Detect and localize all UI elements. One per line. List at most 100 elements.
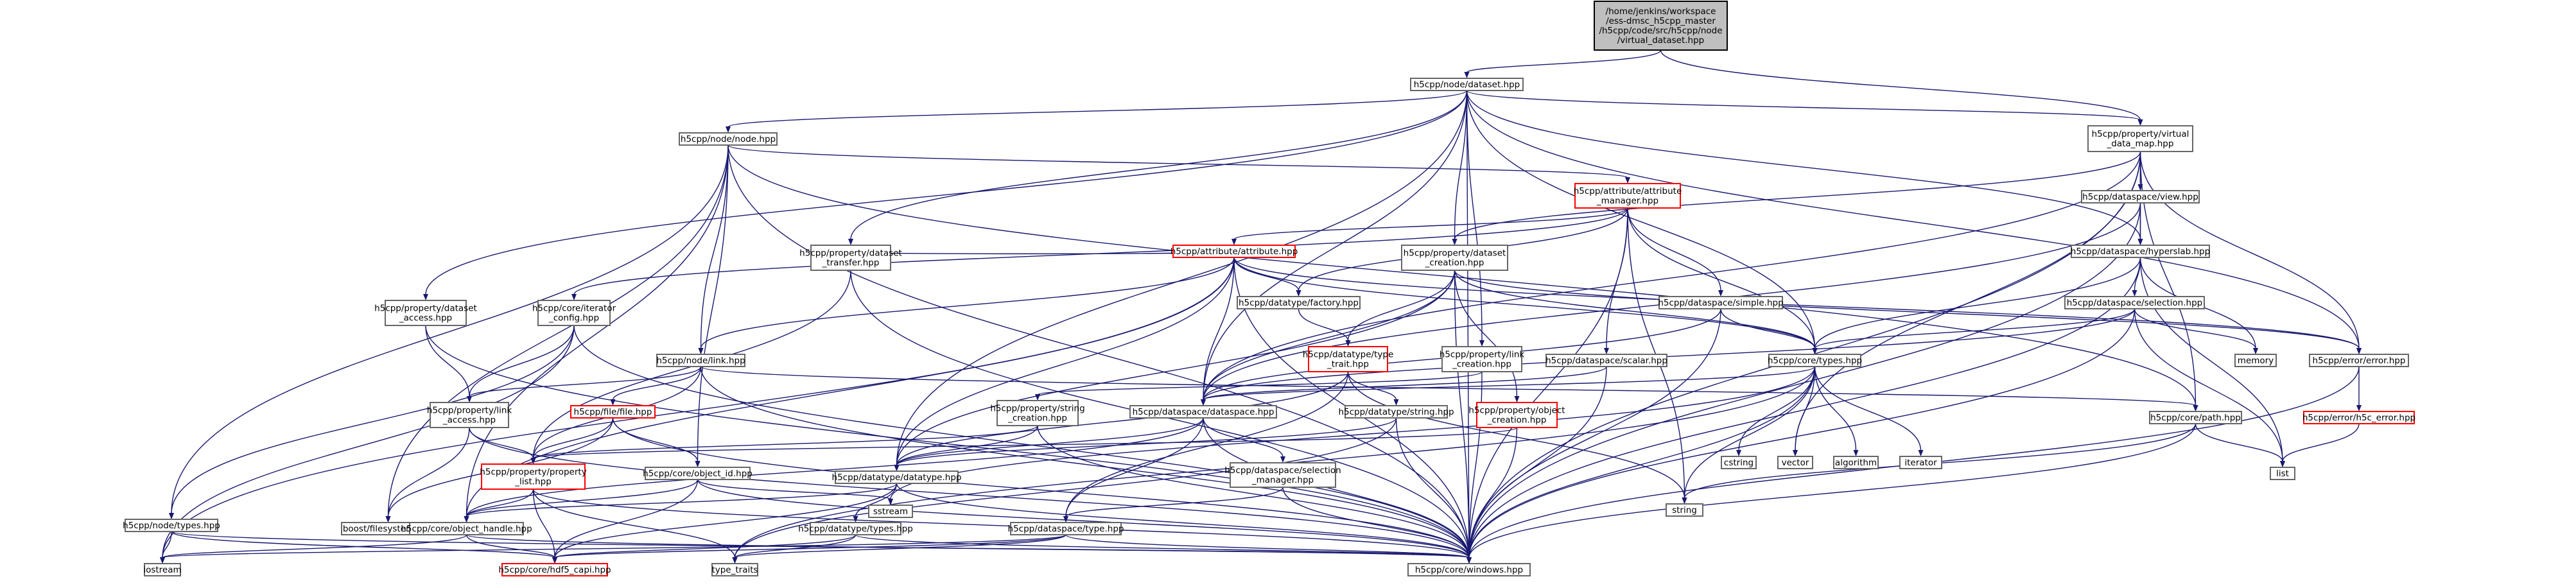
node-dt-string[interactable]: h5cpp/datatype/string.hpp <box>1338 405 1454 419</box>
node-sstream[interactable]: sstream <box>868 505 913 518</box>
edge-file-to-object_id <box>612 417 701 467</box>
node-path[interactable]: h5cpp/core/path.hpp <box>2149 411 2242 424</box>
node-dt-types[interactable]: h5cpp/datatype/types.hpp <box>798 522 913 535</box>
node-dataspace[interactable]: h5cpp/dataspace/dataspace.hpp <box>1129 405 1277 419</box>
node-type-traits[interactable]: type_traits <box>711 563 758 576</box>
edge-datatype-to-dt_types <box>853 483 898 523</box>
node-vector[interactable]: vector <box>1777 456 1813 469</box>
edge-line <box>1203 417 1470 558</box>
node-object-handle[interactable]: h5cpp/core/object_handle.hpp <box>401 522 532 535</box>
node-box <box>2309 354 2409 367</box>
node-cstring[interactable]: cstring <box>1721 456 1757 469</box>
node-label-line: h5cpp/node/link.hpp <box>656 356 745 366</box>
node-datatype[interactable]: h5cpp/datatype/datatype.hpp <box>832 471 962 484</box>
node-link-hpp[interactable]: h5cpp/node/link.hpp <box>656 354 745 367</box>
node-iterator-config[interactable]: h5cpp/core/iterator_config.hpp <box>532 300 616 326</box>
edge-line <box>2139 151 2360 349</box>
node-label-line: h5cpp/node/dataset.hpp <box>1414 80 1520 90</box>
node-label-line: h5cpp/core/object_handle.hpp <box>401 524 532 534</box>
node-box <box>1476 402 1558 428</box>
node-hyperslab[interactable]: h5cpp/dataspace/hyperslab.hpp <box>2071 245 2210 258</box>
edge-arrowhead <box>2356 405 2362 411</box>
node-property-list[interactable]: h5cpp/property/property_list.hpp <box>480 463 587 490</box>
edge-arrowhead <box>160 557 165 564</box>
edge-link_hpp-to-file <box>610 366 702 406</box>
node-error[interactable]: h5cpp/error/error.hpp <box>2309 354 2409 367</box>
node-dataset-transfer[interactable]: h5cpp/property/dataset_transfer.hpp <box>799 245 902 271</box>
node-list[interactable]: list <box>2270 467 2295 480</box>
node-simple[interactable]: h5cpp/dataspace/simple.hpp <box>1658 296 1784 309</box>
edge-simple-to-core_types <box>1720 308 1818 354</box>
edge-line <box>466 489 534 517</box>
node-core-types[interactable]: h5cpp/core/types.hpp <box>1768 354 1862 367</box>
node-box <box>1172 245 1296 258</box>
node-box <box>1768 354 1861 367</box>
node-box <box>409 522 524 535</box>
node-object-creation[interactable]: h5cpp/property/object_creation.hpp <box>1468 402 1565 428</box>
node-file[interactable]: h5cpp/file/file.hpp <box>570 405 656 419</box>
edge-line <box>734 417 1397 558</box>
edge-arrowhead <box>1035 394 1040 401</box>
node-factory[interactable]: h5cpp/datatype/factory.hpp <box>1237 296 1361 309</box>
node-label-line: _transfer.hpp <box>822 258 880 268</box>
node-attribute[interactable]: h5cpp/attribute/attribute.hpp <box>1171 245 1298 258</box>
edge-line <box>896 483 1470 558</box>
edge-line <box>1454 270 1470 558</box>
node-box <box>1401 245 1508 271</box>
edge-line <box>1298 308 1349 342</box>
node-windows[interactable]: h5cpp/core/windows.hpp <box>1407 563 1531 576</box>
node-iostream[interactable]: iostream <box>143 563 182 576</box>
edge-dataset-to-dataset_access <box>423 90 1468 300</box>
edge-arrowhead <box>888 499 893 505</box>
node-string[interactable]: string <box>1666 503 1703 517</box>
node-label-line: h5cpp/datatype/types.hpp <box>798 524 913 534</box>
node-label-line: h5cpp/dataspace/selection <box>1224 465 1341 476</box>
node-dataset-access[interactable]: h5cpp/property/dataset_access.hpp <box>374 300 477 326</box>
node-link-creation[interactable]: h5cpp/property/link_creation.hpp <box>1440 346 1525 372</box>
node-label-line: h5cpp/core/object_id.hpp <box>643 469 753 479</box>
edge-arrowhead <box>2253 348 2258 354</box>
node-object-id[interactable]: h5cpp/core/object_id.hpp <box>643 467 753 480</box>
node-label-line: h5cpp/datatype/type <box>1303 350 1394 360</box>
node-attribute-manager[interactable]: h5cpp/attribute/attribute_manager.hpp <box>1574 183 1682 209</box>
node-ds-type[interactable]: h5cpp/dataspace/type.hpp <box>1008 522 1124 535</box>
node-hdf5-capi[interactable]: h5cpp/core/hdf5_capi.hpp <box>498 563 611 576</box>
node-label-line: h5cpp/core/windows.hpp <box>1415 565 1523 575</box>
node-box <box>1658 296 1783 309</box>
node-virtual-data-map[interactable]: h5cpp/property/virtual_data_map.hpp <box>2087 125 2193 152</box>
node-node[interactable]: h5cpp/node/node.hpp <box>679 132 778 146</box>
node-h5c-error[interactable]: h5cpp/error/h5c_error.hpp <box>2302 411 2415 424</box>
edge-arrowhead <box>1918 450 1924 456</box>
edge-line <box>1468 423 2197 558</box>
node-box <box>868 505 913 518</box>
edge-line <box>1720 308 1816 349</box>
edge-line <box>1203 366 1816 401</box>
edge-arrowhead <box>610 399 616 406</box>
edge-node-to-link_hpp <box>698 144 729 354</box>
node-root[interactable]: /home/jenkins/workspace/ess-dmsc_h5cpp_m… <box>1594 1 1728 51</box>
node-dataset[interactable]: h5cpp/node/dataset.hpp <box>1410 78 1524 91</box>
node-node-types[interactable]: h5cpp/node/types.hpp <box>123 519 220 532</box>
edge-arrowhead <box>2193 405 2198 411</box>
node-view[interactable]: h5cpp/dataspace/view.hpp <box>2081 190 2200 203</box>
node-selection-manager[interactable]: h5cpp/dataspace/selection_manager.hpp <box>1224 462 1341 488</box>
node-selection[interactable]: h5cpp/dataspace/selection.hpp <box>2064 296 2205 309</box>
node-link-access[interactable]: h5cpp/property/link_access.hpp <box>427 402 512 428</box>
edge-line <box>1814 366 1857 451</box>
node-iterator[interactable]: iterator <box>1899 456 1942 469</box>
edge-arrowhead <box>1464 72 1470 78</box>
node-memory[interactable]: memory <box>2234 354 2277 367</box>
node-string-creation[interactable]: h5cpp/property/string_creation.hpp <box>990 400 1085 426</box>
edge-line <box>612 366 702 401</box>
edge-dataset_creation-to-object_creation <box>1454 270 1520 402</box>
node-algorithm[interactable]: algorithm <box>1833 456 1879 469</box>
node-box <box>1345 405 1448 419</box>
node-label-line: iostream <box>143 565 181 575</box>
node-dataset-creation[interactable]: h5cpp/property/dataset_creation.hpp <box>1401 245 1508 271</box>
node-type-trait[interactable]: h5cpp/datatype/type_trait.hpp <box>1303 346 1394 372</box>
edge-scalar-to-dataspace <box>1201 366 1607 406</box>
node-scalar[interactable]: h5cpp/dataspace/scalar.hpp <box>1545 354 1667 367</box>
edge-arrowhead <box>726 126 731 133</box>
node-label-line: h5cpp/core/iterator <box>532 304 616 314</box>
node-box <box>1010 522 1122 535</box>
